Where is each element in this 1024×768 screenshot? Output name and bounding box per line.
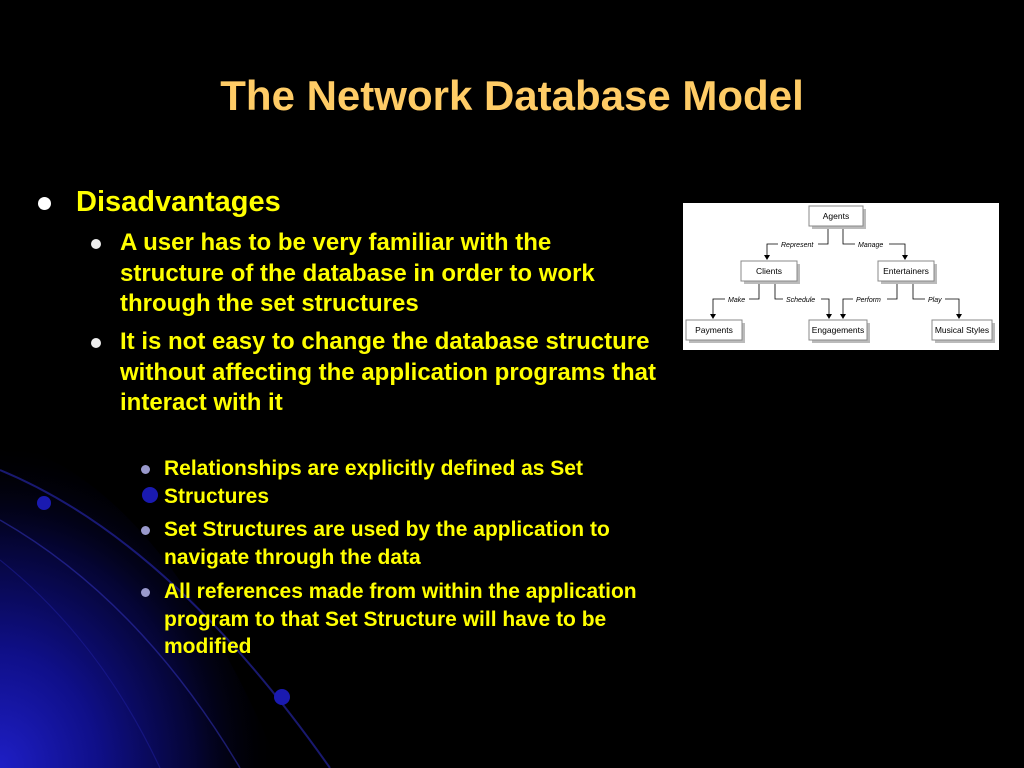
edge-label-represent: Represent — [781, 242, 814, 249]
bullet-dot — [91, 239, 101, 249]
bullet-change-structure: It is not easy to change the database st… — [120, 328, 657, 416]
node-engagements: Engagements — [808, 319, 870, 343]
bullet-dot — [141, 588, 150, 597]
slide-title: The Network Database Model — [220, 72, 804, 119]
bullet-set-structures: Set Structures are used by the applicati… — [164, 518, 610, 569]
node-label-musical-styles: Musical Styles — [935, 325, 989, 335]
edge-label-schedule: Schedule — [786, 297, 815, 304]
diagram-edges — [710, 228, 962, 319]
bullet-disadvantages: Disadvantages — [76, 186, 281, 218]
bullet-relationships: Relationships are explicitly defined as … — [164, 457, 583, 508]
node-label-clients: Clients — [756, 266, 782, 276]
node-musical-styles: Musical Styles — [931, 319, 995, 343]
bullet-familiarity: A user has to be very familiar with the … — [120, 229, 595, 317]
bullet-dot — [91, 338, 101, 348]
node-agents: Agents — [808, 205, 866, 229]
bullet-dot — [141, 465, 150, 474]
network-model-diagram: Represent Manage Make Schedule Perform P… — [683, 203, 999, 350]
bullet-dot — [141, 526, 150, 535]
node-label-agents: Agents — [823, 211, 849, 221]
edge-label-manage: Manage — [858, 242, 883, 249]
node-label-payments: Payments — [695, 325, 733, 335]
bullet-references: All references made from within the appl… — [164, 580, 637, 658]
bullet-dot — [38, 197, 51, 210]
node-label-engagements: Engagements — [812, 325, 864, 335]
edge-label-make: Make — [728, 297, 745, 304]
node-label-entertainers: Entertainers — [883, 266, 929, 276]
node-entertainers: Entertainers — [877, 260, 937, 284]
edge-label-play: Play — [928, 297, 942, 304]
node-clients: Clients — [740, 260, 800, 284]
edge-label-perform: Perform — [856, 297, 881, 304]
node-payments: Payments — [685, 319, 745, 343]
